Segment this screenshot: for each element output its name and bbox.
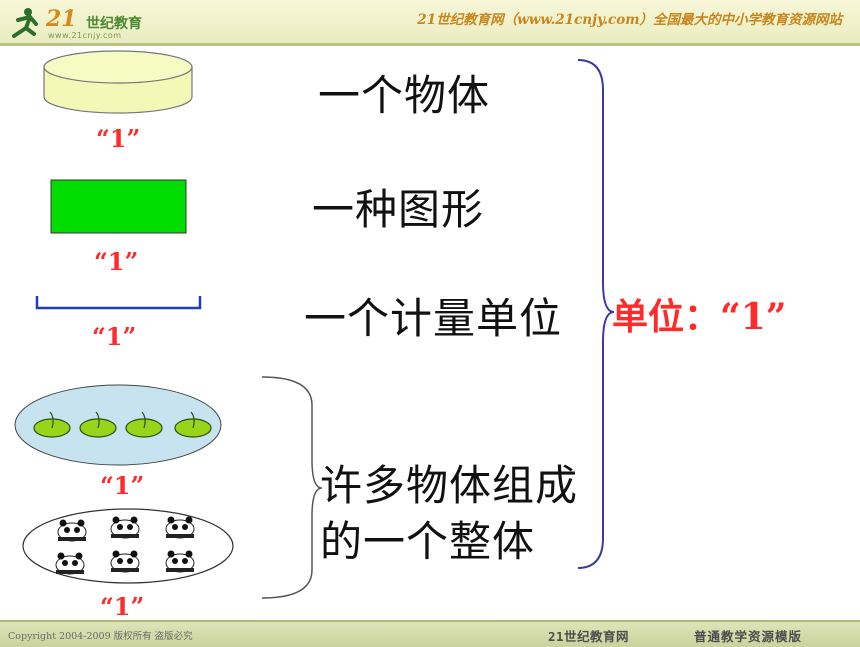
panda-icon (165, 550, 195, 573)
leaf-icon (125, 411, 163, 438)
green-rectangle (50, 179, 187, 234)
runner-logo-icon (12, 8, 38, 38)
unit-one-conclusion: 单位：“1” (612, 296, 787, 338)
header-bar: 21 世纪教育 www.21cnjy.com 21世纪教育网（www.21cnj… (0, 0, 860, 44)
panda-icon (55, 552, 85, 575)
group-brace (261, 376, 323, 599)
logo-name: 世纪教育 (86, 16, 142, 32)
one-label-leaves: “1” (100, 471, 145, 500)
panda-icon (165, 516, 195, 539)
disc-object (43, 50, 193, 114)
leaf-icon (79, 411, 117, 438)
panda-icon (57, 519, 87, 542)
footer-tagline: 普通教学资源模版 (694, 629, 803, 644)
logo-url: www.21cnjy.com (48, 31, 122, 40)
panda-icon (110, 550, 140, 573)
one-label-rectangle: “1” (94, 247, 139, 276)
footer-bar: Copyright 2004-2009 版权所有 盗版必究 21世纪教育网 普通… (0, 620, 860, 647)
statement-group-line1: 许多物体组成 (320, 461, 579, 510)
footer-copyright: Copyright 2004-2009 版权所有 盗版必究 (8, 631, 193, 642)
site-logo[interactable]: 21 世纪教育 www.21cnjy.com (6, 4, 176, 42)
statement-group-line2: 的一个整体 (320, 517, 536, 566)
panda-icon (110, 516, 140, 539)
measure-bracket (35, 296, 202, 310)
leaf-group-oval (14, 384, 222, 466)
header-site-text: 21世纪教育网（www.21cnjy.com）全国最大的中小学教育资源网站 (417, 12, 842, 28)
leaf-icon (33, 411, 71, 438)
one-label-pandas: “1” (100, 592, 145, 621)
footer-brand[interactable]: 21世纪教育网 (548, 629, 630, 644)
one-label-disc: “1” (96, 124, 141, 153)
unit-brace (577, 59, 615, 569)
logo-number: 21 (46, 6, 77, 32)
statement-measure-unit: 一个计量单位 (304, 294, 563, 343)
one-label-bracket: “1” (92, 322, 137, 351)
header-divider (0, 43, 860, 46)
panda-group-oval (22, 508, 234, 584)
statement-shape: 一种图形 (312, 185, 485, 234)
statement-object: 一个物体 (318, 71, 491, 120)
leaf-icon (174, 411, 212, 438)
